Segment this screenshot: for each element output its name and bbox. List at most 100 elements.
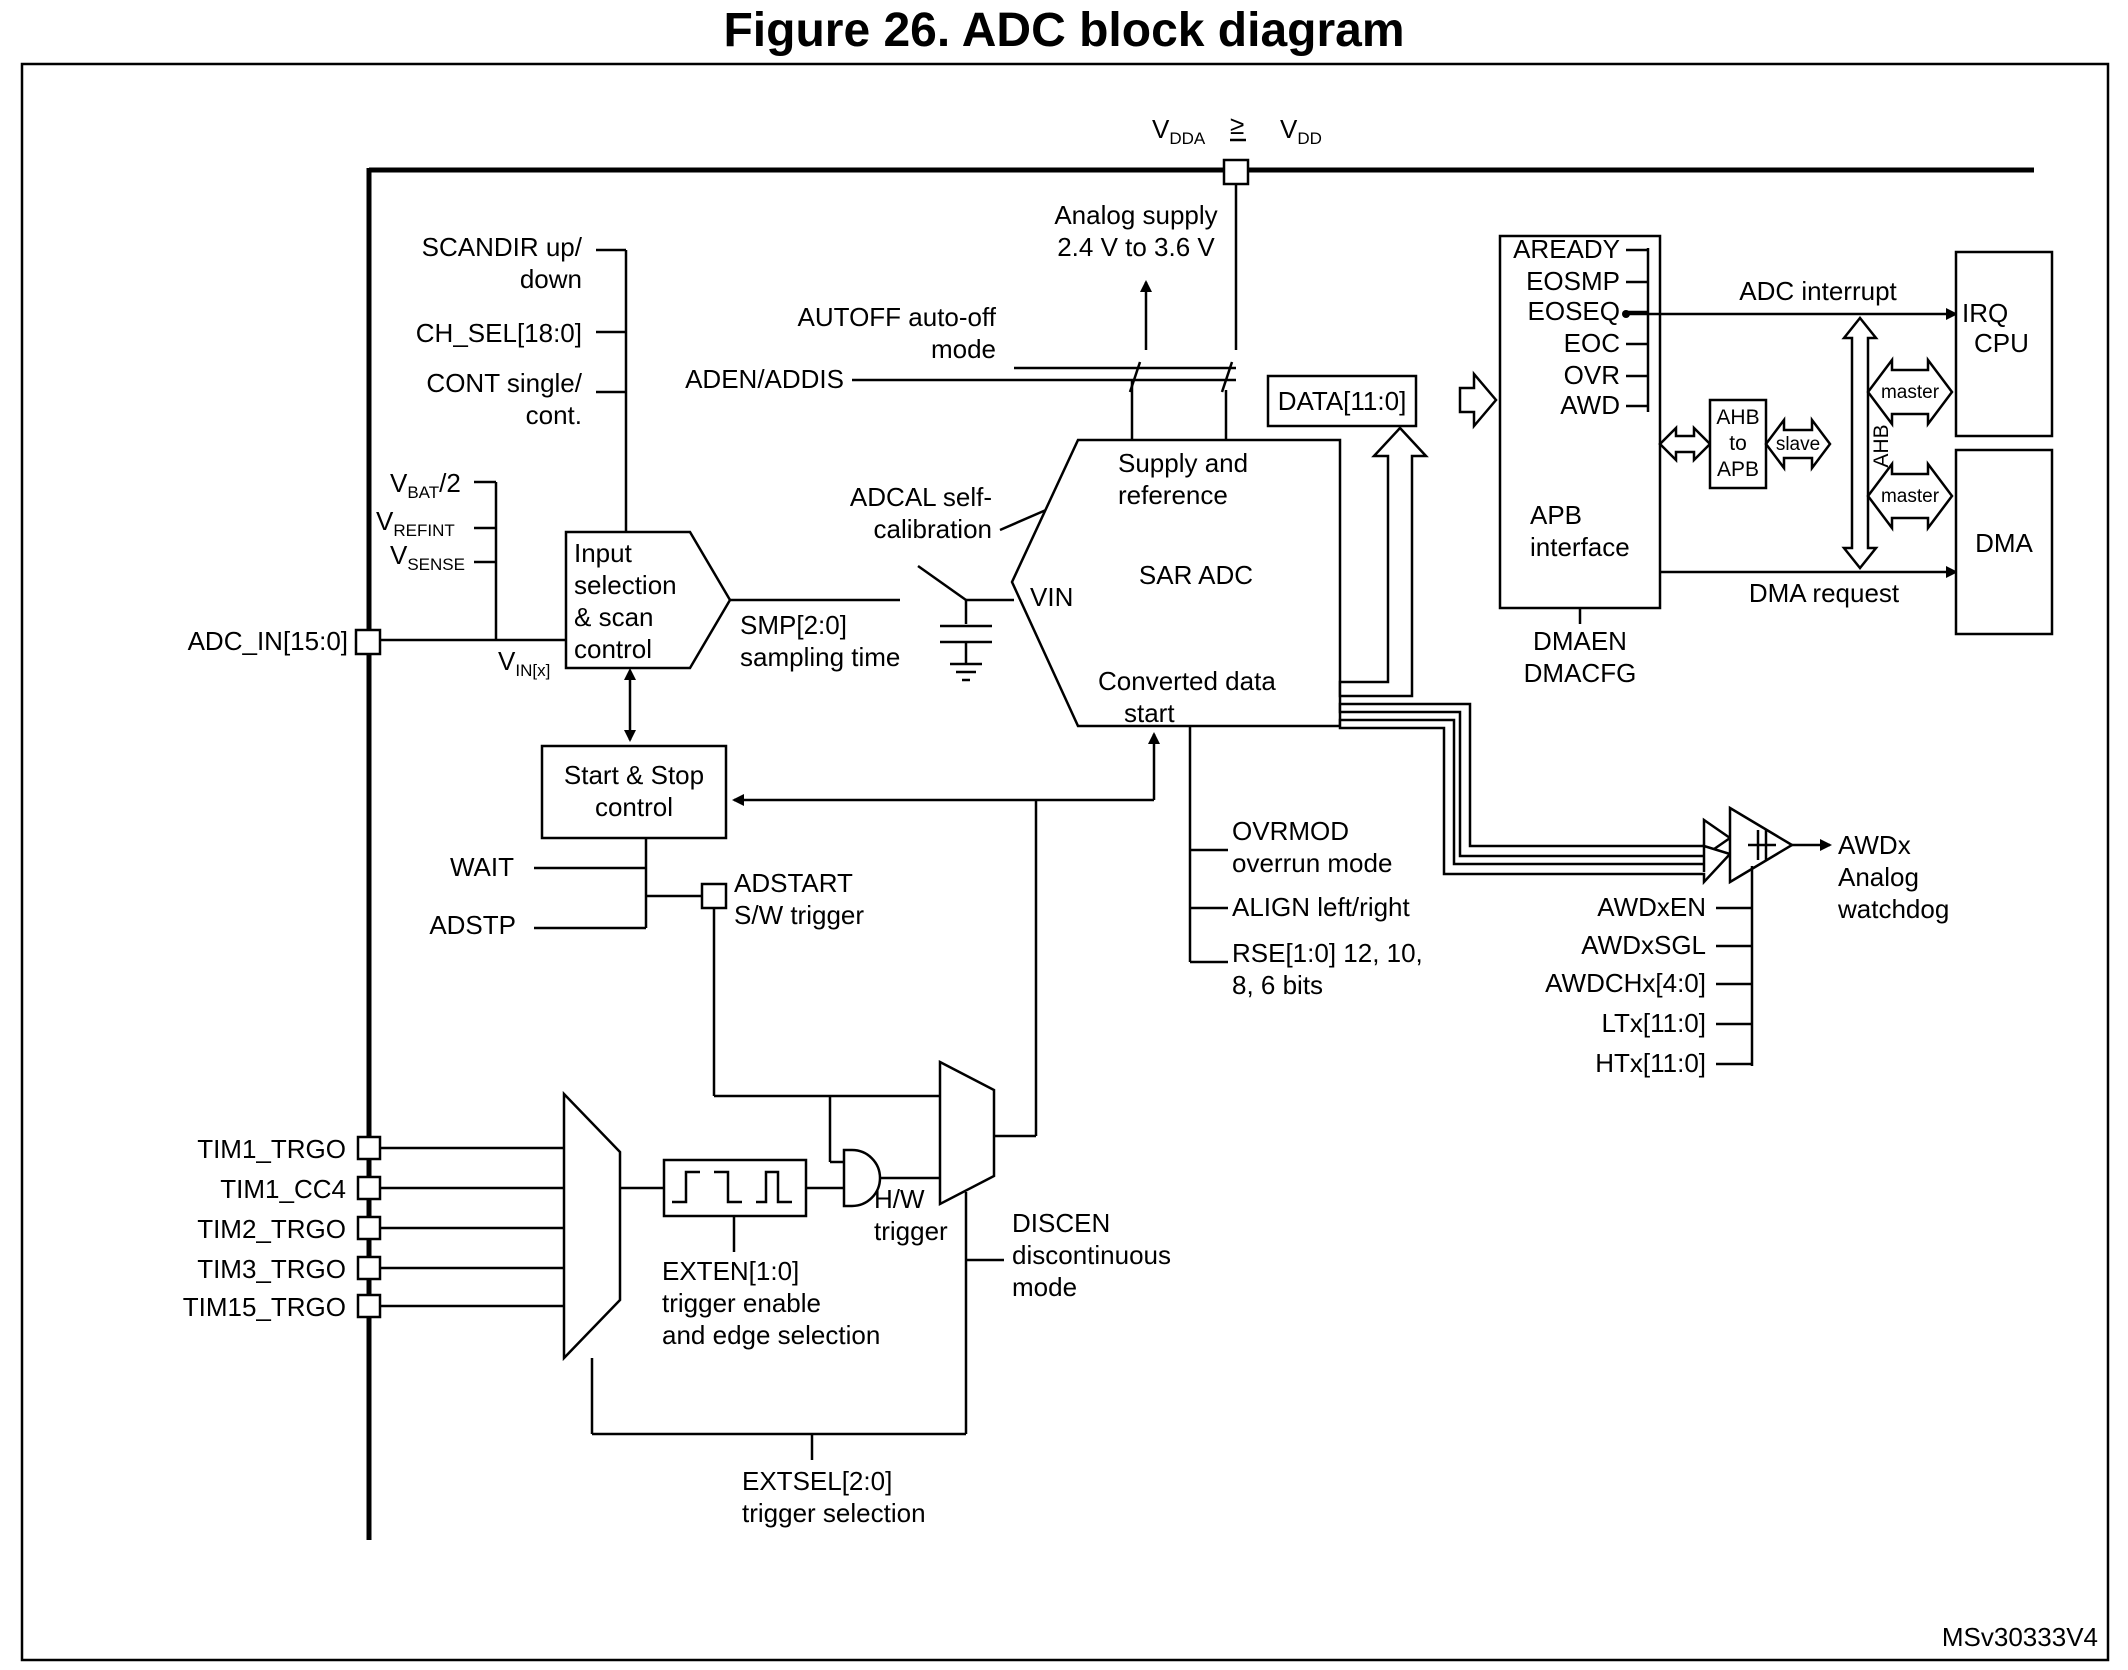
autoff-label-2: mode xyxy=(931,334,996,364)
tim-label-tim1-trgo: TIM1_TRGO xyxy=(197,1134,346,1164)
exten-label-3: and edge selection xyxy=(662,1320,880,1350)
input-selection-label-4: control xyxy=(574,634,652,664)
vsense-label: VSENSE xyxy=(390,540,465,574)
smp-label-2: sampling time xyxy=(740,642,900,672)
input-selection-label-2: selection xyxy=(574,570,677,600)
converted-data-label: Converted data xyxy=(1098,666,1276,696)
dma-request-label: DMA request xyxy=(1749,578,1900,608)
exten-label-1: EXTEN[1:0] xyxy=(662,1256,799,1286)
ahb-to-apb-block xyxy=(1708,398,1768,490)
tim-pad xyxy=(356,1255,382,1281)
adstart-pad xyxy=(700,882,728,910)
sar-adc-block xyxy=(1010,438,1342,728)
slave-arrow xyxy=(1764,416,1832,472)
vbat-label: VBAT/2 xyxy=(390,468,461,502)
tim-pad xyxy=(356,1215,382,1241)
scandir-label-2: down xyxy=(520,264,582,294)
dma-block xyxy=(1954,448,2054,636)
flag-awd: AWD xyxy=(1560,390,1620,420)
tim-pad xyxy=(356,1175,382,1201)
vdd-label: VDD xyxy=(1280,114,1322,148)
irq-cpu-block xyxy=(1954,250,2054,438)
vrefint-label: VREFINT xyxy=(376,506,455,540)
output-mux xyxy=(938,1059,996,1207)
ahb-to-apb-label-3: APB xyxy=(1717,458,1759,481)
master-dma-label: master xyxy=(1881,486,1940,507)
apb-interface-block xyxy=(1498,234,1662,610)
awdx-label-2: Analog xyxy=(1838,862,1919,892)
data-to-apb-arrow xyxy=(1458,370,1498,430)
sar-adc-label: SAR ADC xyxy=(1139,560,1253,590)
adcal-line xyxy=(999,508,1047,532)
dma-label: DMA xyxy=(1975,528,2033,558)
ahb-label: AHB xyxy=(1870,424,1893,467)
input-selection-label-3: & scan xyxy=(574,602,654,632)
awdx-label-3: watchdog xyxy=(1837,894,1949,924)
start-stop-label-1: Start & Stop xyxy=(564,760,704,790)
ref-code: MSv30333V4 xyxy=(1942,1622,2098,1652)
sar-vin-label: VIN xyxy=(1030,582,1073,612)
supply-ref-label-2: reference xyxy=(1118,480,1228,510)
awd-reg-ltx-11-0-: LTx[11:0] xyxy=(1601,1008,1706,1038)
vdda-pad xyxy=(1222,158,1250,186)
awd-reg-awdxen: AWDxEN xyxy=(1597,892,1706,922)
adc-in-label: ADC_IN[15:0] xyxy=(188,626,348,656)
awd-reg-htx-11-0-: HTx[11:0] xyxy=(1595,1048,1706,1078)
scandir-label-1: SCANDIR up/ xyxy=(422,232,583,262)
rising-edge-icon xyxy=(672,1170,700,1204)
aden-label: ADEN/ADDIS xyxy=(685,364,844,394)
awd-reg-awdxsgl: AWDxSGL xyxy=(1581,930,1706,960)
vin-x-label: VIN[x] xyxy=(498,646,550,680)
awd-reg-awdchx-4-0-: AWDCHx[4:0] xyxy=(1545,968,1706,998)
awdx-label-1: AWDx xyxy=(1838,830,1911,860)
converted-to-data-arrow xyxy=(1338,426,1429,698)
awd-registers: AWDxEN AWDxSGL AWDCHx[4:0] LTx[11:0] HTx[11:… xyxy=(1545,892,1752,1078)
cont-label-2: cont. xyxy=(526,400,582,430)
discen-label-1: DISCEN xyxy=(1012,1208,1110,1238)
rse-label-1: RSE[1:0] 12, 10, xyxy=(1232,938,1423,968)
tim-pad xyxy=(356,1293,382,1319)
analog-supply-label-2: 2.4 V to 3.6 V xyxy=(1057,232,1215,262)
tim-label-tim2-trgo: TIM2_TRGO xyxy=(197,1214,346,1244)
adstp-label: ADSTP xyxy=(429,910,516,940)
ovrmod-label-1: OVRMOD xyxy=(1232,816,1349,846)
start-label: start xyxy=(1124,698,1175,728)
flag-aready: AREADY xyxy=(1513,234,1620,264)
exten-label-2: trigger enable xyxy=(662,1288,821,1318)
master-dma-arrow xyxy=(1866,460,1954,532)
apb-label-2: interface xyxy=(1530,532,1630,562)
converted-to-awd-arrow-2 xyxy=(1338,718,1733,886)
input-selection-label-1: Input xyxy=(574,538,633,568)
falling-edge-icon xyxy=(714,1170,742,1204)
eoseq-node xyxy=(1622,310,1630,318)
adstart-label-2: S/W trigger xyxy=(734,900,864,930)
flag-eoseq: EOSEQ xyxy=(1528,296,1620,326)
ahb-to-apb-label-1: AHB xyxy=(1716,406,1759,429)
cont-label-1: CONT single/ xyxy=(426,368,582,398)
cpu-label: CPU xyxy=(1974,328,2029,358)
autoff-label-1: AUTOFF auto-off xyxy=(798,302,997,332)
and-gate xyxy=(842,1148,882,1208)
timer-inputs: TIM1_TRGOTIM1_CC4TIM2_TRGOTIM3_TRGOTIM15… xyxy=(183,1134,564,1322)
slave-label: slave xyxy=(1776,434,1820,455)
supply-ref-label-1: Supply and xyxy=(1118,448,1248,478)
tim-label-tim15-trgo: TIM15_TRGO xyxy=(183,1292,346,1322)
extsel-label-2: trigger selection xyxy=(742,1498,926,1528)
flag-eoc: EOC xyxy=(1564,328,1620,358)
ch-sel-label: CH_SEL[18:0] xyxy=(416,318,582,348)
dmacfg-label: DMACFG xyxy=(1524,658,1637,688)
rse-label-2: 8, 6 bits xyxy=(1232,970,1323,1000)
sample-switch xyxy=(917,564,967,602)
discen-label-3: mode xyxy=(1012,1272,1077,1302)
start-stop-label-2: control xyxy=(595,792,673,822)
start-stop-block xyxy=(540,744,728,840)
both-edges-icon xyxy=(756,1170,792,1204)
discen-label-2: discontinuous xyxy=(1012,1240,1171,1270)
analog-supply-label-1: Analog supply xyxy=(1054,200,1217,230)
apb-bridge-arrow xyxy=(1658,424,1712,464)
ahb-bus xyxy=(1841,315,1879,571)
apb-label-1: APB xyxy=(1530,500,1582,530)
smp-label-1: SMP[2:0] xyxy=(740,610,847,640)
data-register xyxy=(1266,374,1418,428)
trigger-mux xyxy=(562,1090,622,1362)
